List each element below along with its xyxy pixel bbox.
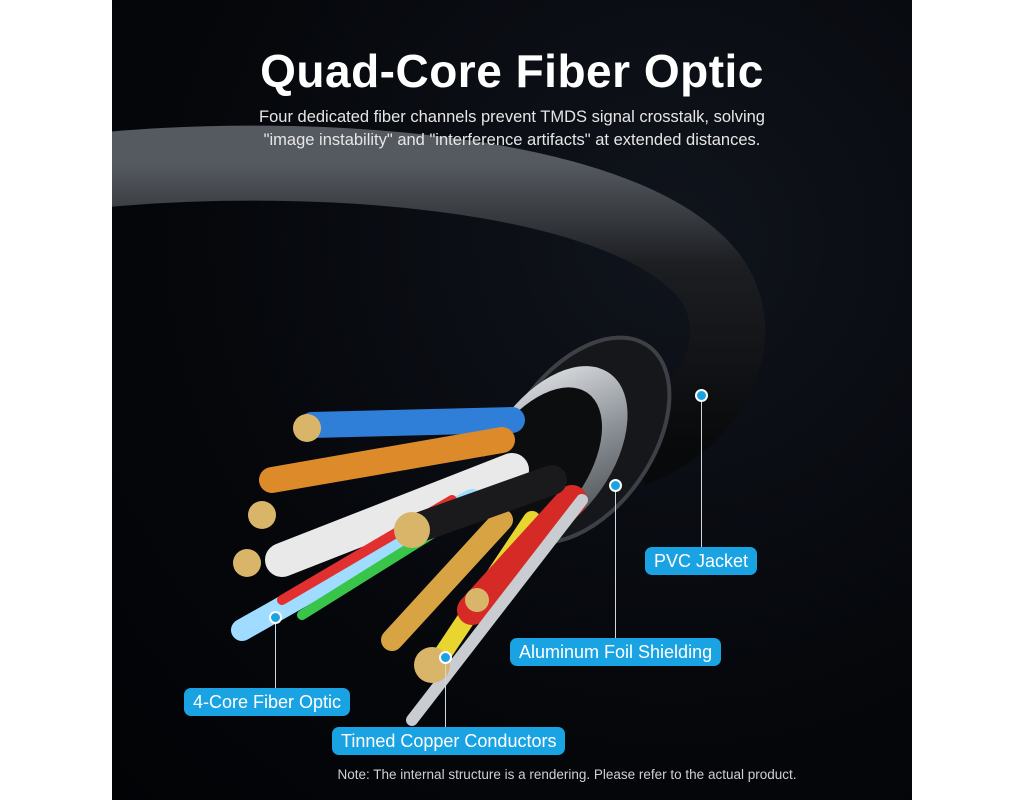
- label-aluminum-foil: Aluminum Foil Shielding: [510, 638, 722, 666]
- callout-line: [615, 488, 616, 638]
- cable-illustration: [112, 125, 766, 726]
- page-title: Quad-Core Fiber Optic: [260, 45, 764, 97]
- callout-line: [445, 660, 446, 728]
- callout-line: [701, 398, 702, 548]
- callout-dot-copper: [439, 651, 452, 664]
- callout-line: [275, 620, 276, 688]
- callout-dot-fiber: [269, 611, 282, 624]
- callout-dot-pvc: [695, 389, 708, 402]
- subtitle-line-2: "image instability" and "interference ar…: [263, 131, 761, 149]
- subtitle-line-1: Four dedicated fiber channels prevent TM…: [259, 108, 765, 126]
- callout-dot-foil: [609, 479, 622, 492]
- label-fiber-optic: 4-Core Fiber Optic: [184, 688, 351, 716]
- product-image-panel: Quad-Core Fiber Optic Four dedicated fib…: [112, 0, 912, 800]
- label-pvc-jacket: PVC Jacket: [645, 547, 758, 575]
- disclaimer-note: Note: The internal structure is a render…: [337, 767, 797, 782]
- copper-bundles: [233, 414, 489, 683]
- inner-wires: [231, 407, 588, 726]
- pvc-jacket-shape: [112, 125, 766, 486]
- label-tinned-copper: Tinned Copper Conductors: [332, 727, 566, 755]
